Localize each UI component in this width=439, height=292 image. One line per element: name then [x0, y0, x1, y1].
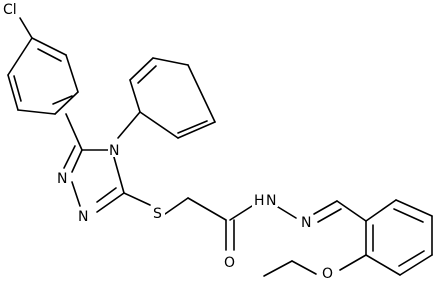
sulfur-label: S — [153, 206, 162, 222]
bond — [152, 57, 189, 66]
bond — [339, 254, 367, 271]
bond — [65, 113, 83, 151]
bond — [393, 208, 424, 223]
chlorophenyl-ring — [7, 17, 79, 115]
imine-n-label: N — [301, 215, 311, 231]
bond — [96, 187, 117, 203]
bond — [13, 75, 22, 102]
bond — [187, 197, 227, 221]
bond — [177, 121, 216, 139]
bond — [129, 57, 154, 81]
triazole-ring — [63, 145, 125, 213]
phenyl-ring — [117, 57, 216, 139]
hydrazide-n-label: N — [266, 193, 276, 209]
bond — [71, 149, 83, 173]
bond — [17, 109, 56, 115]
bond — [263, 260, 293, 277]
carbonyl-oxygen-label: O — [224, 255, 235, 271]
bond — [52, 95, 73, 105]
chlorine-label: Cl — [3, 2, 17, 18]
side-chain — [123, 192, 342, 251]
bond — [291, 260, 317, 275]
hydrazide-h-label: H — [254, 193, 265, 209]
bond — [31, 37, 67, 56]
bond — [336, 200, 367, 222]
triazole-n4-label: N — [109, 143, 119, 159]
bond — [365, 254, 401, 276]
bond — [139, 111, 179, 139]
triazole-n1-label: N — [57, 171, 67, 187]
bond — [313, 200, 338, 215]
ether-oxygen-label: O — [322, 266, 333, 282]
bond — [129, 79, 141, 113]
bond — [117, 111, 141, 139]
bond — [96, 192, 125, 213]
bond — [37, 48, 62, 62]
bond — [137, 65, 157, 84]
bond — [71, 181, 81, 207]
bond — [123, 192, 151, 206]
bond — [164, 197, 189, 215]
bond — [63, 145, 76, 169]
bond — [395, 199, 433, 217]
bond — [365, 199, 397, 222]
bond — [277, 206, 297, 219]
bond — [317, 208, 342, 223]
bond — [398, 250, 425, 267]
bond — [7, 37, 33, 76]
bond — [111, 149, 125, 194]
bond — [54, 91, 79, 115]
bond — [7, 74, 19, 111]
ethoxyphenyl-ring — [263, 199, 433, 277]
triazole-n2-label: N — [78, 209, 88, 225]
bond — [177, 120, 208, 134]
bond — [229, 205, 253, 221]
bond — [19, 17, 33, 39]
atom-labels: Cl N N N S O H N N O — [3, 2, 335, 282]
bond — [187, 64, 216, 123]
bond — [65, 54, 79, 93]
bond — [399, 254, 433, 276]
